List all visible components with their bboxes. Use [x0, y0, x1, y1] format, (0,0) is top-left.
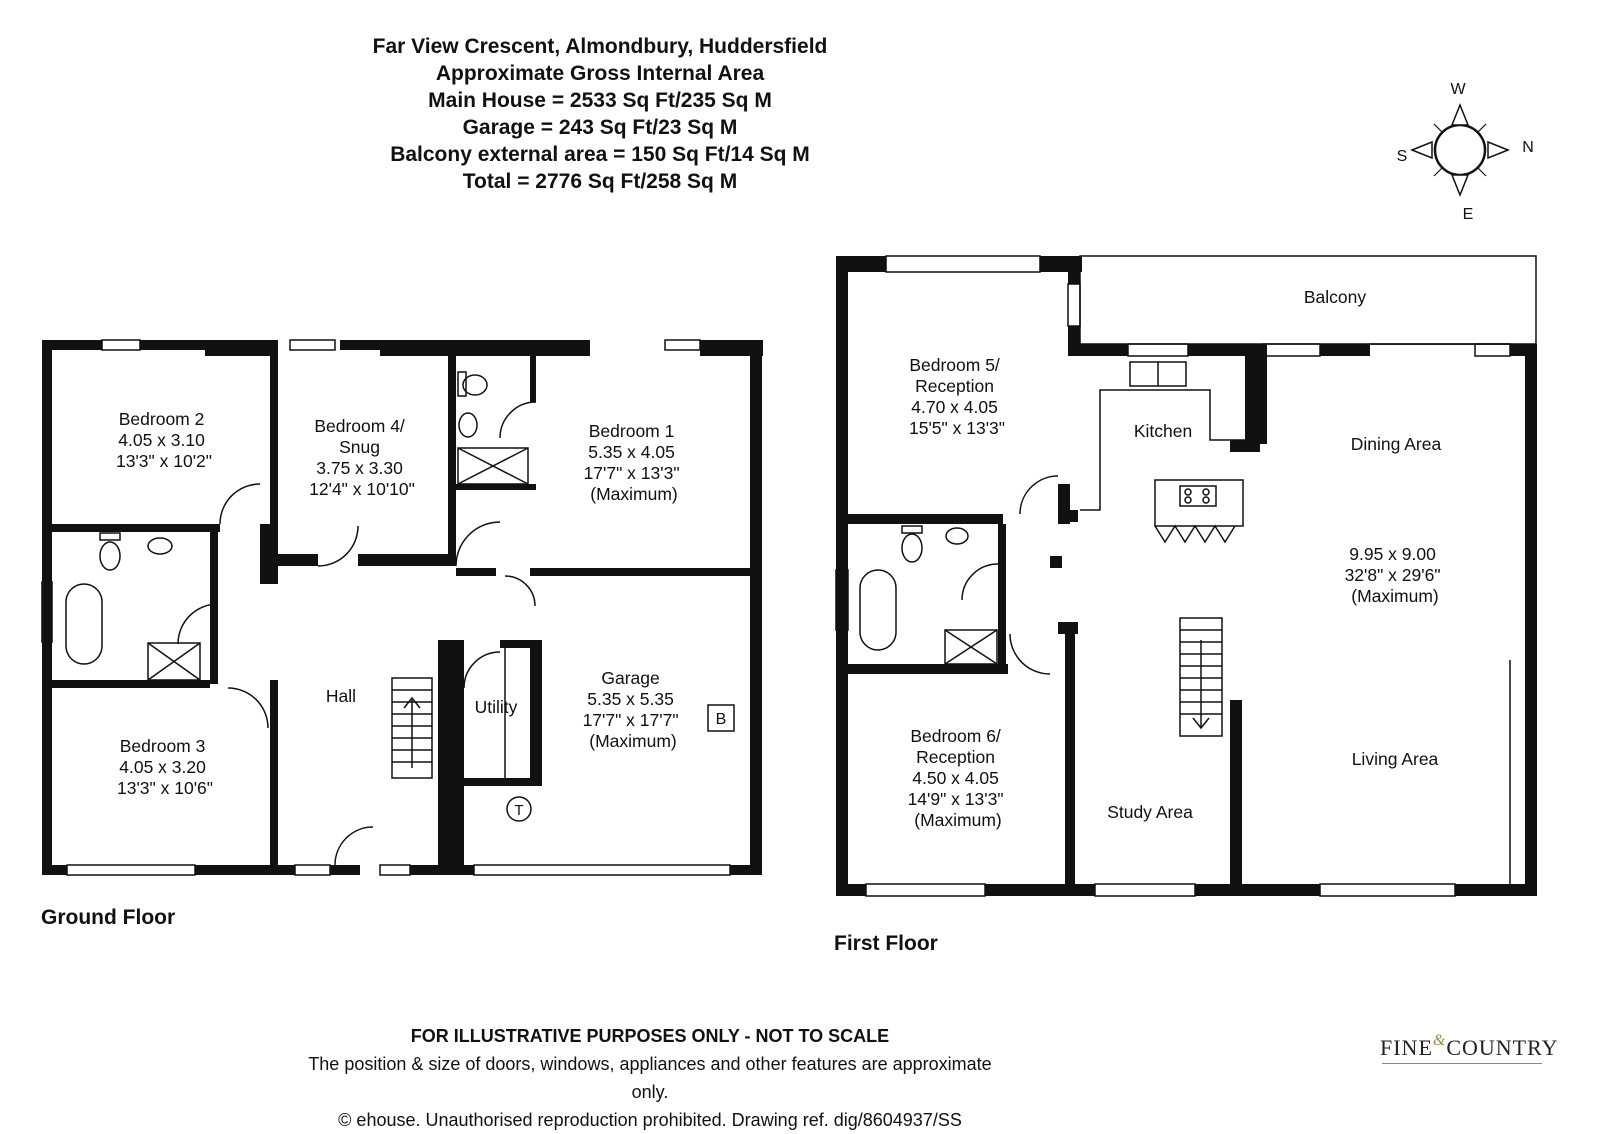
room-bedroom-1: Bedroom 1 5.35 x 4.05 17'7" x 13'3" (Max…: [584, 421, 685, 504]
boiler-label: B: [716, 711, 727, 728]
logo-word-fine: FINE: [1380, 1035, 1433, 1060]
room-bedroom-4-snug: Bedroom 4/ Snug 3.75 x 3.30 12'4" x 10'1…: [309, 416, 415, 499]
first-floor-room-labels: Balcony Bedroom 5/ Reception 4.70 x 4.05…: [908, 287, 1446, 830]
footer-copyright: © ehouse. Unauthorised reproduction proh…: [300, 1106, 1000, 1134]
plan-footer: FOR ILLUSTRATIVE PURPOSES ONLY - NOT TO …: [300, 1022, 1000, 1134]
room-bedroom-3: Bedroom 3 4.05 x 3.20 13'3" x 10'6": [117, 736, 213, 798]
tank-label: T: [514, 802, 523, 819]
room-balcony: Balcony: [1304, 287, 1367, 307]
compass-icon: W E S N: [1397, 81, 1534, 223]
room-garage: Garage 5.35 x 5.35 17'7" x 17'7" (Maximu…: [583, 668, 684, 751]
ground-floor-label: Ground Floor: [41, 906, 175, 930]
footer-disclaimer-text: The position & size of doors, windows, a…: [300, 1050, 1000, 1106]
room-dining-area: Dining Area: [1351, 434, 1442, 454]
room-hall: Hall: [326, 686, 356, 706]
logo-underline: [1382, 1063, 1542, 1064]
compass-south-label: S: [1397, 148, 1408, 165]
first-floor-label: First Floor: [834, 932, 938, 956]
fine-country-logo: FINE&COUNTRY: [1380, 1035, 1558, 1061]
room-kitchen: Kitchen: [1134, 421, 1192, 441]
ground-floor-room-labels: Bedroom 2 4.05 x 3.10 13'3" x 10'2" Bedr…: [116, 409, 726, 819]
room-living-dimensions: 9.95 x 9.00 32'8" x 29'6" (Maximum): [1345, 544, 1446, 606]
room-study-area: Study Area: [1107, 802, 1193, 822]
room-bedroom-6-reception: Bedroom 6/ Reception 4.50 x 4.05 14'9" x…: [908, 726, 1009, 830]
footer-disclaimer-title: FOR ILLUSTRATIVE PURPOSES ONLY - NOT TO …: [300, 1022, 1000, 1050]
compass-west-label: W: [1450, 81, 1466, 98]
room-utility: Utility: [475, 697, 518, 717]
compass-east-label: E: [1463, 206, 1474, 223]
room-living-area: Living Area: [1352, 749, 1439, 769]
room-bedroom-2: Bedroom 2 4.05 x 3.10 13'3" x 10'2": [116, 409, 212, 471]
compass-north-label: N: [1522, 139, 1534, 156]
logo-word-country: COUNTRY: [1446, 1035, 1558, 1060]
room-bedroom-5-reception: Bedroom 5/ Reception 4.70 x 4.05 15'5" x…: [909, 355, 1005, 438]
logo-ampersand: &: [1433, 1032, 1446, 1049]
